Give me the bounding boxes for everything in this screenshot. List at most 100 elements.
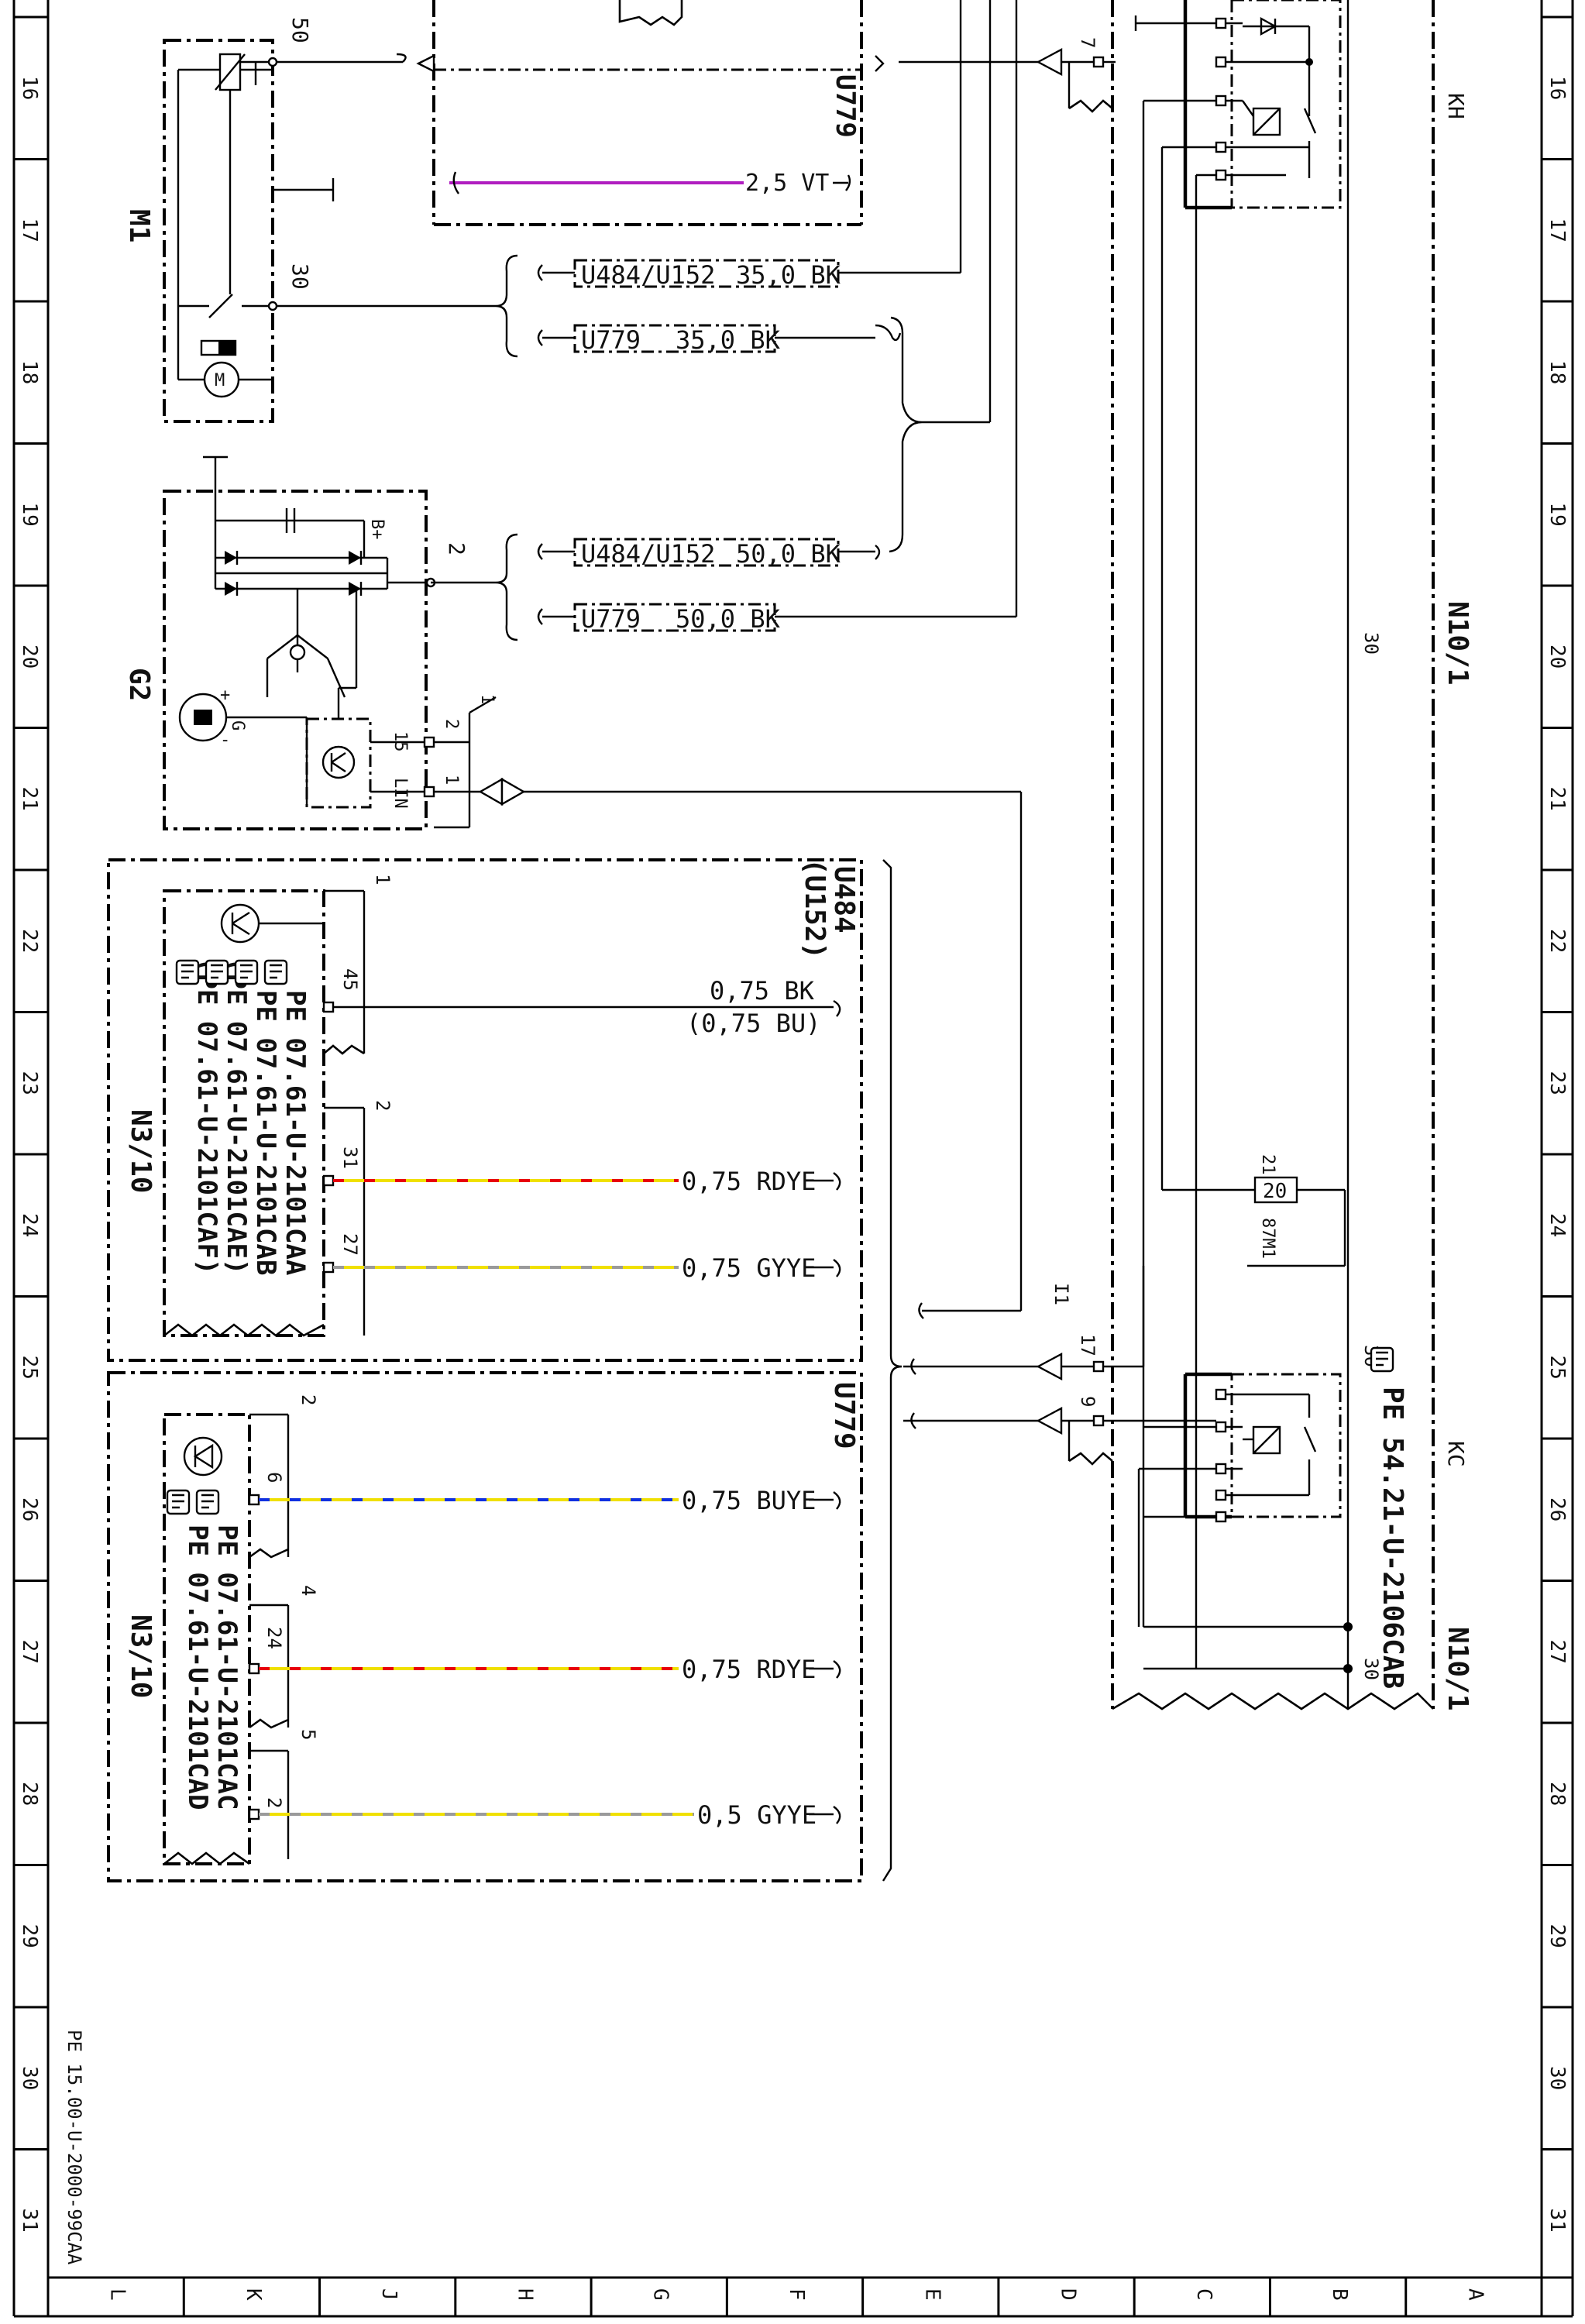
- row-label-right: 17: [1545, 218, 1569, 242]
- hand-icon-lines: [181, 964, 194, 979]
- row-label-right: 18: [1545, 360, 1569, 384]
- n101-sam-module: KH 7 30 N10/1 20 21 87M1 KC 30 30 PE 54.…: [899, 0, 1473, 1710]
- n101-wire-30a: 30: [1360, 632, 1382, 655]
- u484-label: U484: [828, 866, 860, 933]
- row-label-right: 24: [1545, 1213, 1569, 1237]
- wire-24-label: 0,75 RDYE: [682, 1655, 816, 1684]
- row-label-left: 18: [18, 360, 41, 384]
- n101-ref-hand-icon: [1370, 1346, 1394, 1373]
- u484-n310: N3/10: [125, 1109, 156, 1193]
- relay-pin: [1215, 56, 1227, 68]
- n101-label-bottom: N10/1: [1442, 1627, 1473, 1710]
- col-label: G: [649, 2288, 672, 2301]
- cable-4-name: U779: [581, 604, 641, 634]
- u779-ref-1: PE 07.61-U-2101CAC: [211, 1525, 242, 1810]
- hand-icon-lines: [201, 1494, 214, 1509]
- row-label-left: 28: [18, 1782, 41, 1806]
- u779-label: U779: [828, 1382, 860, 1449]
- u779-ref-2: PE 07.61-U-2101CAD: [182, 1525, 213, 1810]
- row-label-left: 20: [18, 645, 41, 669]
- row-label-right: 19: [1545, 503, 1569, 527]
- row-label-left: 24: [18, 1213, 41, 1237]
- relay-kc-pins: [1215, 1388, 1243, 1523]
- cable-2-value: 35,0 BK: [676, 325, 781, 355]
- u484-ref-1: PE 07.61-U-2101CAA: [280, 990, 311, 1275]
- relay-pin: [1215, 141, 1227, 153]
- col-label: E: [920, 2288, 944, 2301]
- n101-pin-17: 17: [1077, 1334, 1098, 1356]
- u484-block: U484 (U152) N3/10 PE 07.61-U-2101CAA PE …: [107, 858, 863, 1362]
- row-label-left: 23: [18, 1071, 41, 1095]
- fuse-pin: 21: [1258, 1154, 1277, 1175]
- reference-hand-icons: [175, 959, 288, 985]
- relay-pin: [1215, 1489, 1227, 1501]
- relay-pin: [1215, 95, 1227, 107]
- grid-row-ticks: [14, 15, 1573, 2150]
- n101-label-top: N10/1: [1442, 601, 1473, 685]
- cable-3-name: U484/U152: [581, 539, 715, 569]
- reference-hand-icons-2: [166, 1489, 220, 1515]
- u779-n310: N3/10: [125, 1614, 156, 1698]
- hand-icon-lines: [270, 964, 282, 979]
- relay-pin: [1215, 1388, 1227, 1401]
- relay-pin: [1215, 169, 1227, 181]
- u779-top-box: U779 2,5 VT: [416, 0, 885, 226]
- hand-icon-lines: [240, 964, 253, 979]
- g2-wire-1b: 1: [442, 775, 461, 785]
- alternator-g2: B+ G2 2 15 LIN G + - 1 2 1: [123, 456, 1023, 1319]
- col-label: C: [1192, 2288, 1215, 2301]
- diode: [349, 582, 361, 596]
- row-label-left: 27: [18, 1640, 41, 1664]
- row-label-right: 31: [1545, 2209, 1569, 2233]
- row-label-left: 19: [18, 503, 41, 527]
- g2-bplus: B+: [367, 519, 387, 540]
- wire-45-label: 0,75 BK: [710, 976, 815, 1006]
- row-label-right: 30: [1545, 2066, 1569, 2090]
- diode: [349, 551, 361, 565]
- wire-6-label: 0,75 BUYE: [682, 1486, 816, 1515]
- g2-wire-1: 1: [477, 694, 497, 704]
- g2-minus: -: [220, 731, 230, 750]
- col-label: B: [1328, 2288, 1351, 2301]
- cable-1-value: 35,0 BK: [736, 260, 841, 290]
- n101-ref: PE 54.21-U-2106CAB: [1377, 1387, 1408, 1689]
- sheet-frame: [12, 0, 1574, 2318]
- row-label-left: 31: [18, 2209, 41, 2233]
- col-label: J: [377, 2288, 401, 2301]
- g2-pin-g: G: [228, 720, 247, 731]
- row-label-left: 25: [18, 1356, 41, 1380]
- rectifier-diodes: [225, 551, 363, 596]
- g2-pin-2: 2: [444, 542, 469, 555]
- row-label-right: 28: [1545, 1782, 1569, 1806]
- wire-31-label: 0,75 RDYE: [682, 1167, 816, 1196]
- relay-pin: [1215, 17, 1227, 29]
- cable-2-name: U779: [581, 325, 641, 355]
- u779-pin-2: 2: [263, 1797, 285, 1808]
- diode: [225, 551, 237, 565]
- relay-kh-label: KH: [1443, 93, 1469, 119]
- g2-plus: +: [220, 686, 230, 705]
- u484-ref-2: PE 07.61-U-2101CAB: [250, 990, 281, 1275]
- cable-4-value: 50,0 BK: [676, 604, 781, 634]
- relay-kc-label: KC: [1443, 1441, 1469, 1467]
- row-label-left: 29: [18, 1924, 41, 1948]
- u779-pin-24: 24: [263, 1627, 285, 1649]
- col-label: H: [513, 2288, 536, 2301]
- motor-symbol: M: [215, 371, 225, 390]
- col-label: A: [1463, 2288, 1487, 2301]
- g2-pin-15: 15: [390, 731, 410, 752]
- wire-45-alt-label: (0,75 BU): [686, 1009, 820, 1038]
- u779-pin-6: 6: [263, 1472, 285, 1483]
- row-label-left: 17: [18, 218, 41, 242]
- wire-2-label: 0,5 GYYE: [697, 1800, 817, 1830]
- diode: [225, 582, 237, 596]
- m1-label: M1: [123, 209, 155, 242]
- u779-block: U779 N3/10 PE 07.61-U-2101CAC PE 07.61-U…: [107, 859, 903, 1882]
- u484-pin-27: 27: [339, 1233, 361, 1256]
- row-label-right: 26: [1545, 1497, 1569, 1521]
- col-label: F: [785, 2288, 808, 2301]
- cable-3-value: 50,0 BK: [736, 539, 841, 569]
- row-label-right: 16: [1545, 76, 1569, 100]
